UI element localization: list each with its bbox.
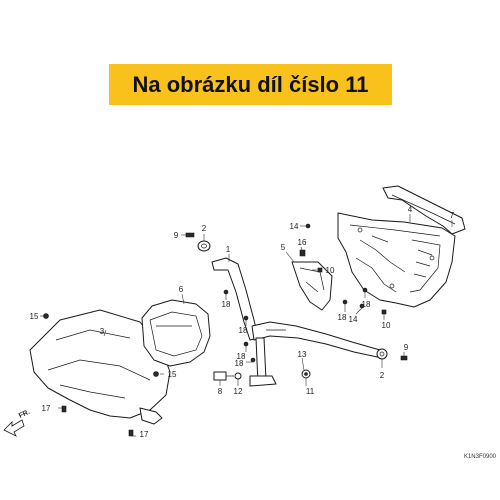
callout-14-top: 14 [290,222,299,231]
front-direction-arrow: FR. [3,409,31,437]
callout-1: 1 [226,245,231,254]
callout-14-bottom: 14 [349,315,358,324]
callout-16: 16 [298,238,307,247]
callout-2-top: 2 [202,224,207,233]
callout-18-b: 18 [239,326,248,335]
callout-5: 5 [281,243,286,252]
callout-2-bottom: 2 [380,371,385,380]
callout-11: 11 [306,387,315,396]
callout-3: 3 [100,327,105,336]
part-6-headlight-case [141,299,211,367]
callout-8: 8 [218,387,223,396]
callout-13: 13 [298,350,307,359]
part-5-bracket [291,261,333,311]
callouts: 1 2 2 3 4 5 6 7 8 9 9 10 10 11 12 13 14 … [30,205,455,439]
callout-10-left: 10 [326,266,335,275]
callout-12: 12 [234,387,243,396]
banner-text: Na obrázku díl číslo 11 [132,71,369,97]
callout-7: 7 [450,211,455,220]
front-label: FR. [18,409,31,420]
callout-18-f: 18 [362,300,371,309]
callout-9-bottom: 9 [404,343,409,352]
callout-6: 6 [179,285,184,294]
diagram-code: K1N3F0900 [464,454,497,460]
callout-18-d: 18 [235,359,244,368]
callout-17-left: 17 [42,404,51,413]
callout-18-a: 18 [222,300,231,309]
callout-10-right: 10 [382,321,391,330]
callout-17-bottom: 17 [140,430,149,439]
part-number-banner: Na obrázku díl číslo 11 [109,64,392,105]
part-2-grip-weights [197,240,388,360]
callout-18-c: 18 [237,352,246,361]
part-7-meter-cover [382,185,466,235]
part-4-rear-cover [337,212,456,308]
callout-15-right: 15 [168,370,177,379]
callout-15-left: 15 [30,312,39,321]
callout-9-top: 9 [174,231,179,240]
fasteners [43,223,408,437]
part-3-front-cover [29,309,171,425]
leader-lines [40,214,453,437]
callout-4: 4 [408,205,413,214]
callout-18-e: 18 [338,313,347,322]
